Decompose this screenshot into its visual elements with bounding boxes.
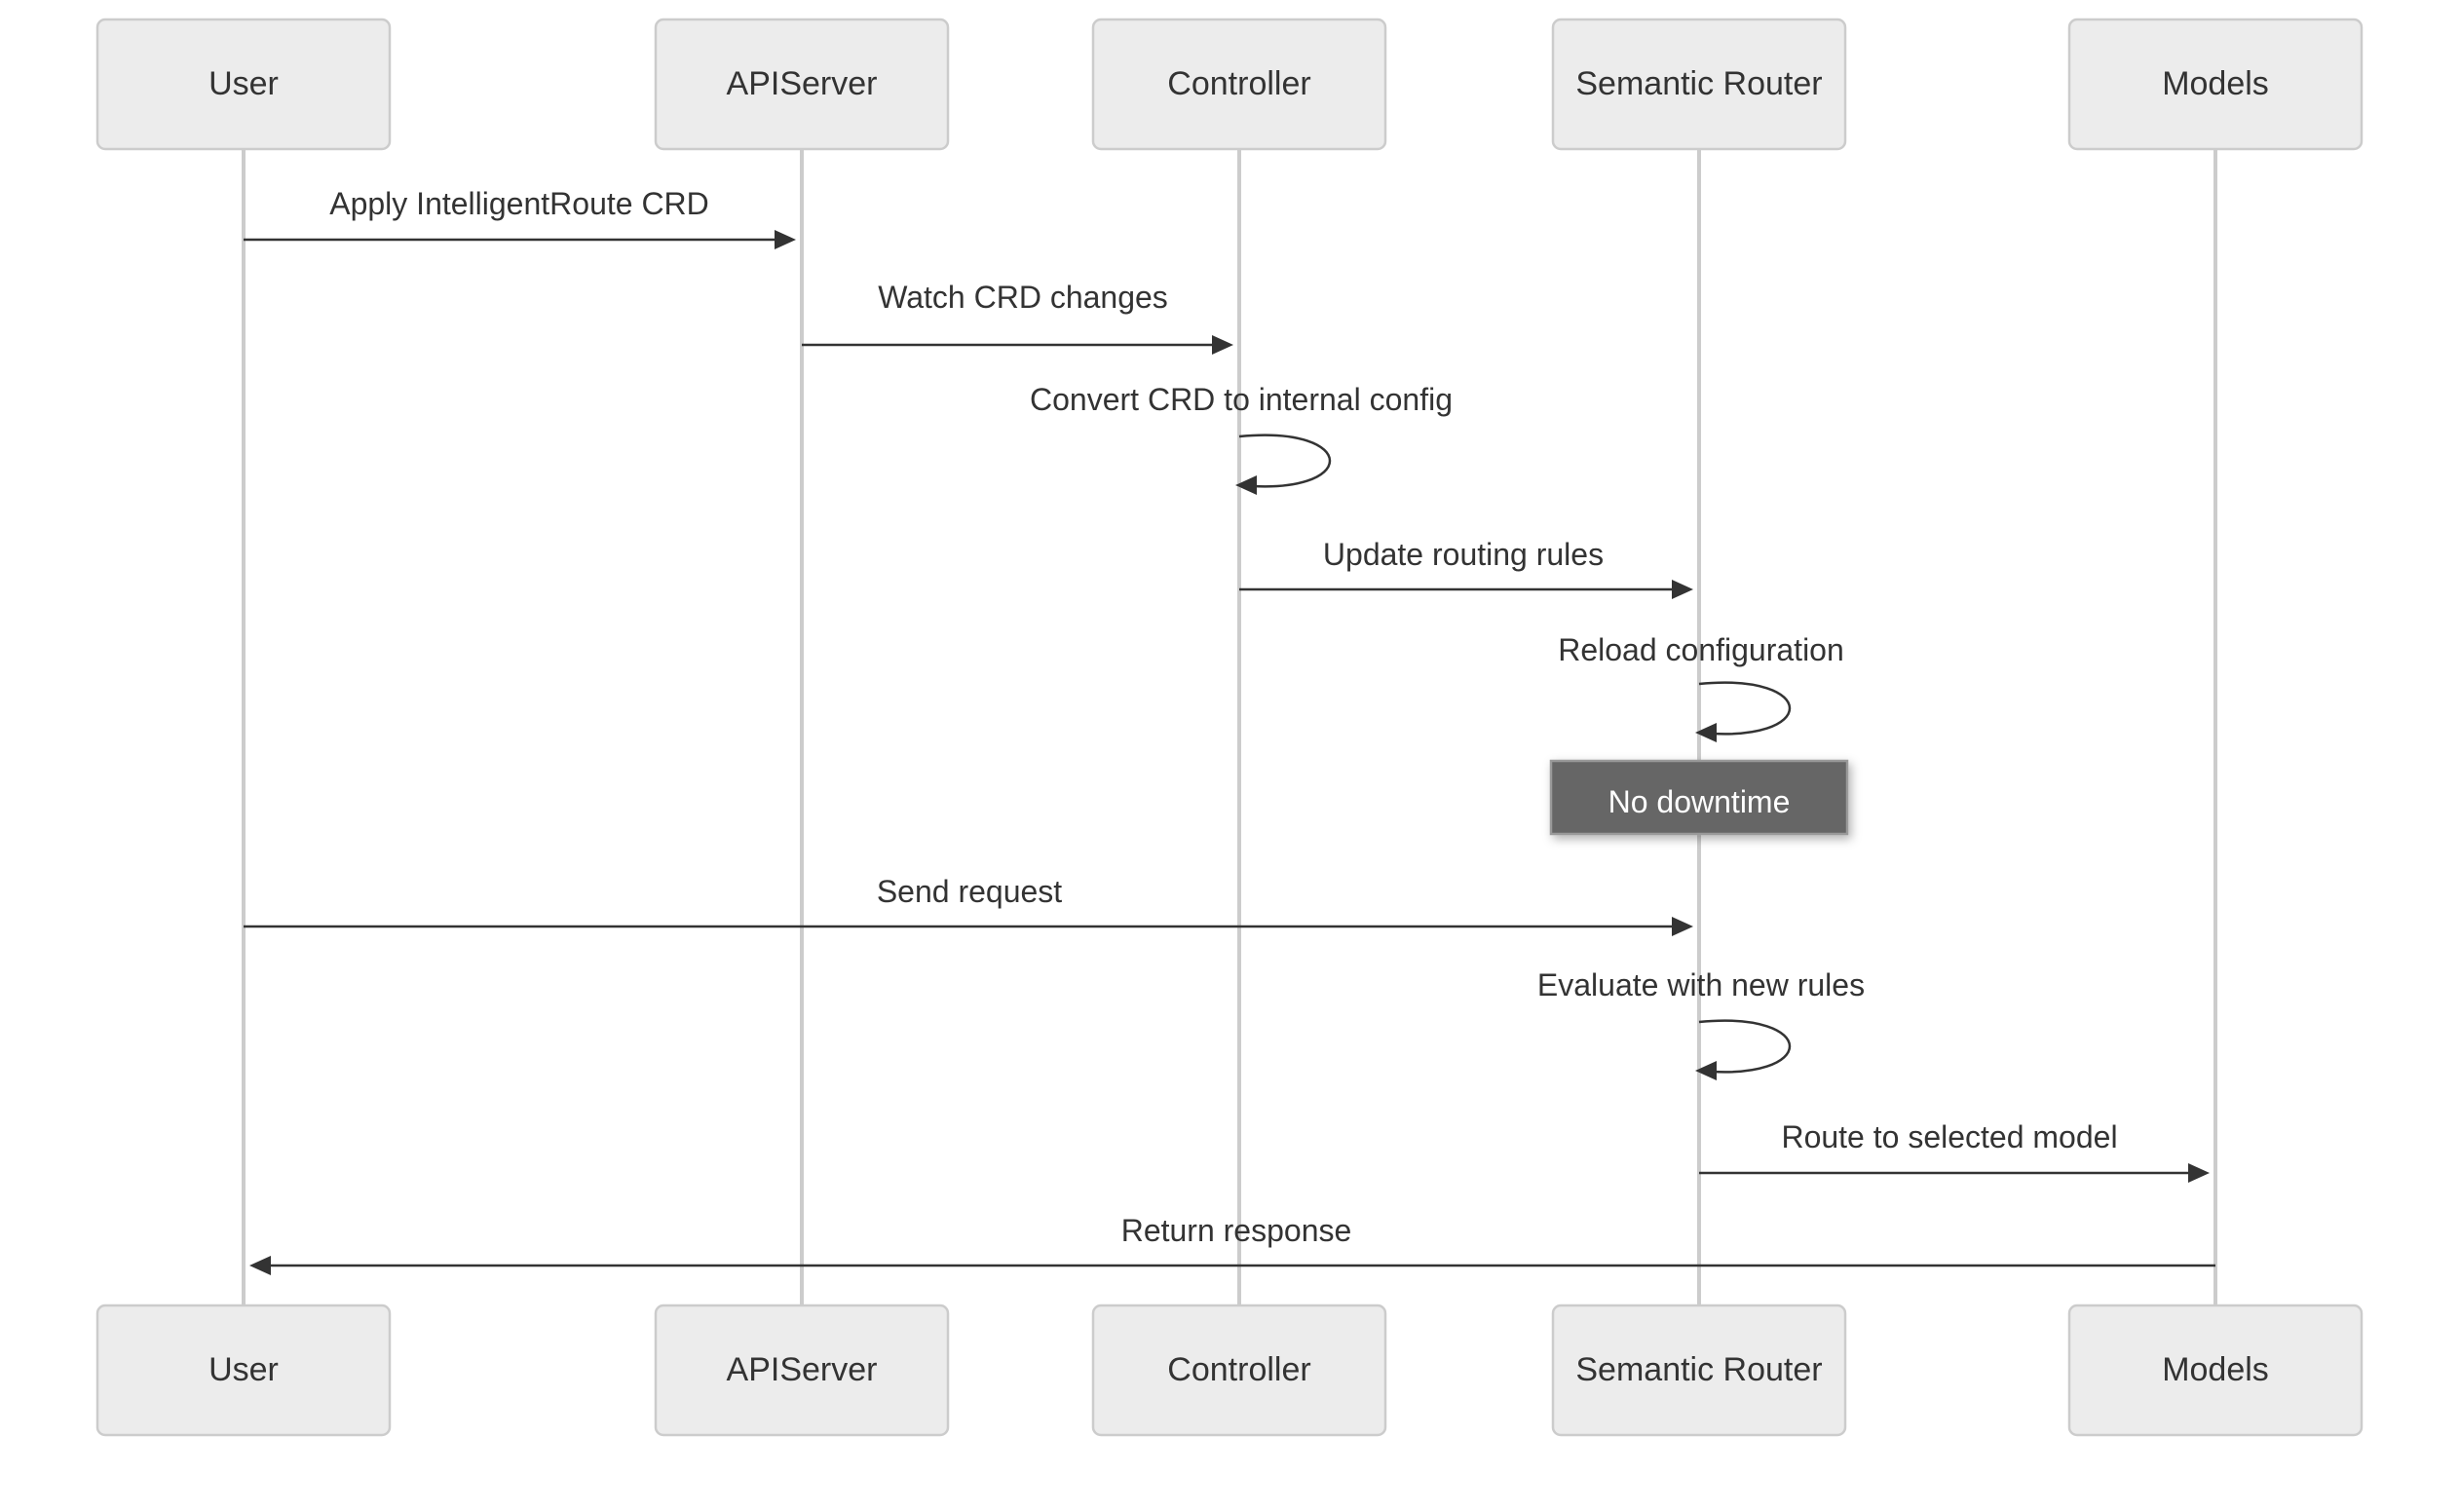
svg-text:Models: Models bbox=[2162, 1351, 2269, 1388]
svg-text:APIServer: APIServer bbox=[727, 1351, 878, 1388]
svg-text:Reload configuration: Reload configuration bbox=[1558, 632, 1844, 667]
svg-text:Update routing rules: Update routing rules bbox=[1323, 537, 1604, 572]
svg-text:Semantic Router: Semantic Router bbox=[1575, 65, 1822, 102]
svg-text:APIServer: APIServer bbox=[727, 65, 878, 102]
svg-text:Convert CRD to internal config: Convert CRD to internal config bbox=[1030, 382, 1453, 417]
svg-text:User: User bbox=[208, 65, 279, 102]
svg-text:User: User bbox=[208, 1351, 279, 1388]
svg-text:Apply IntelligentRoute CRD: Apply IntelligentRoute CRD bbox=[329, 186, 709, 221]
svg-text:Route to selected model: Route to selected model bbox=[1781, 1119, 2117, 1154]
svg-text:Semantic Router: Semantic Router bbox=[1575, 1351, 1822, 1388]
svg-text:Controller: Controller bbox=[1167, 1351, 1310, 1388]
svg-text:Models: Models bbox=[2162, 65, 2269, 102]
svg-text:Evaluate with new rules: Evaluate with new rules bbox=[1537, 967, 1865, 1002]
svg-text:Controller: Controller bbox=[1167, 65, 1310, 102]
svg-text:Return response: Return response bbox=[1121, 1213, 1352, 1248]
svg-text:Send request: Send request bbox=[877, 874, 1062, 909]
svg-text:No downtime: No downtime bbox=[1608, 784, 1791, 819]
svg-text:Watch CRD changes: Watch CRD changes bbox=[878, 280, 1168, 315]
